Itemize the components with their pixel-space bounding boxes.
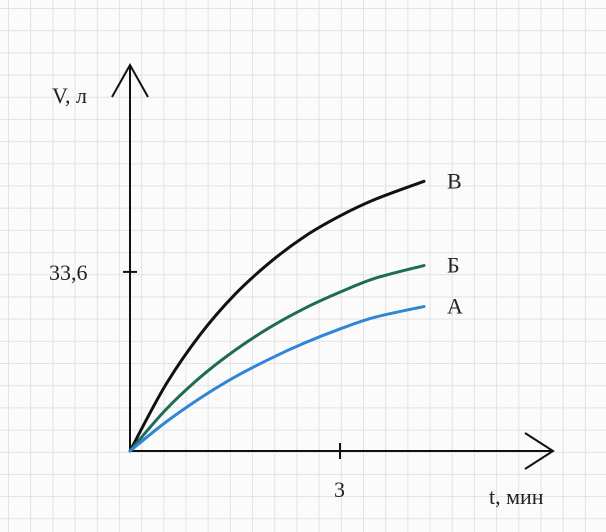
series-line-2 xyxy=(128,305,426,453)
y-axis-arrow xyxy=(111,62,149,98)
axes-group xyxy=(111,62,555,470)
series-line-0 xyxy=(128,179,426,453)
y-tick-label: 33,6 xyxy=(49,260,88,285)
series-label-1: Б xyxy=(447,253,460,278)
series-label-0: В xyxy=(447,168,462,193)
x-tick-label: 3 xyxy=(334,477,345,502)
x-axis-label: t, мин xyxy=(489,484,544,509)
series-line-1 xyxy=(128,264,426,453)
ticks-group: 33,63 xyxy=(49,260,345,502)
series-label-2: А xyxy=(447,294,463,319)
series-group: В БА xyxy=(128,168,463,453)
y-axis-label: V, л xyxy=(52,83,87,108)
x-axis-arrow xyxy=(524,432,555,470)
